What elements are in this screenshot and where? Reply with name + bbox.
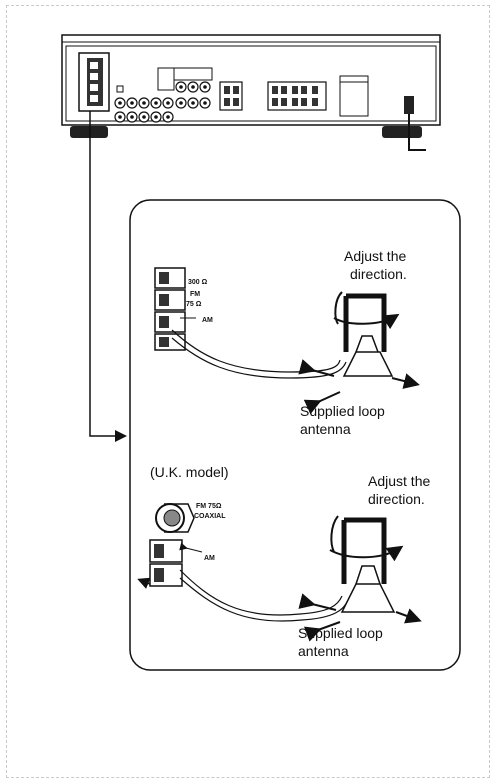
upper-caption-line1: Supplied loop: [300, 403, 385, 419]
upper-caption-line2: antenna: [300, 421, 351, 437]
page-border: [6, 5, 490, 778]
lower-am-label: AM: [204, 555, 215, 562]
terminal-fm-label: FM: [190, 291, 200, 298]
lower-loop-antenna: [298, 515, 422, 642]
coaxial-connector: FM 75Ω COAXIAL: [155, 503, 226, 533]
upper-instruction-line2: direction.: [350, 266, 407, 282]
lower-instruction-line2: direction.: [368, 491, 425, 507]
upper-instruction-line1: Adjust the: [344, 248, 407, 264]
lower-instruction-line1: Adjust the: [368, 473, 431, 489]
leader-arrow: [89, 111, 127, 442]
terminal-300-label: 300 Ω: [188, 279, 208, 286]
upper-terminal-block: 300 Ω FM 75 Ω AM: [154, 267, 347, 379]
receiver-rear-panel: [61, 34, 441, 151]
lower-terminal-block: AM: [137, 539, 349, 622]
upper-loop-antenna: [298, 291, 420, 415]
uk-model-note: (U.K. model): [150, 464, 229, 480]
coaxial-fm-label: FM 75Ω: [196, 503, 222, 510]
lower-caption-line2: antenna: [298, 643, 349, 659]
terminal-75-label: 75 Ω: [186, 301, 202, 308]
terminal-am-label: AM: [202, 317, 213, 324]
coaxial-label: COAXIAL: [194, 513, 226, 520]
lower-caption-line1: Supplied loop: [298, 625, 383, 641]
